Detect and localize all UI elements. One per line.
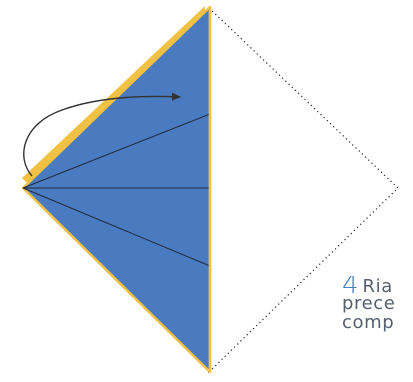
fold-arrow: [23, 92, 181, 177]
crease-line-lower: [22, 187, 211, 267]
crease-line-upper: [22, 113, 211, 189]
folded-paper-blue: [21, 5, 212, 374]
caption-text-1: Ria: [362, 276, 393, 297]
caption-line-2: prece: [342, 293, 396, 314]
caption-line-3: comp: [342, 312, 395, 333]
step-number: 4: [342, 276, 359, 300]
